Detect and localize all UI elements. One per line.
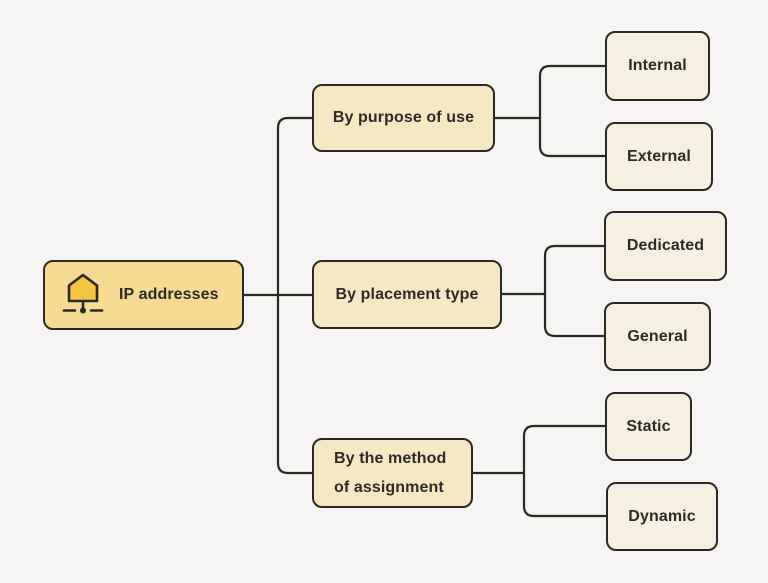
node-external[interactable]: External xyxy=(605,122,713,191)
leaf-label: External xyxy=(627,147,691,165)
node-by-method-of-assignment[interactable]: By the method of assignment xyxy=(312,438,473,508)
connector-method-bracket xyxy=(522,424,606,518)
connector-purpose-bracket xyxy=(538,64,605,158)
branch-label: By the method of assignment xyxy=(334,450,447,496)
node-by-purpose-of-use[interactable]: By purpose of use xyxy=(312,84,495,152)
connector-placement-bracket xyxy=(543,244,604,338)
leaf-label: Dedicated xyxy=(626,237,705,254)
node-by-placement-type[interactable]: By placement type xyxy=(312,260,502,329)
leaf-label: General xyxy=(627,327,688,345)
branch-label: By purpose of use xyxy=(332,109,475,126)
node-static[interactable]: Static xyxy=(605,392,692,461)
node-general[interactable]: General xyxy=(604,302,711,371)
branch-label: By placement type xyxy=(335,285,479,303)
leaf-label: Static xyxy=(626,417,671,435)
node-dynamic[interactable]: Dynamic xyxy=(606,482,718,551)
leaf-label: Internal xyxy=(628,57,687,74)
leaf-label: Dynamic xyxy=(628,507,696,525)
node-ip-addresses[interactable]: IP addresses xyxy=(43,260,244,330)
root-label: IP addresses xyxy=(119,286,219,303)
node-internal[interactable]: Internal xyxy=(605,31,710,101)
connector-trunk xyxy=(276,116,312,475)
network-host-icon xyxy=(61,272,105,318)
node-dedicated[interactable]: Dedicated xyxy=(604,211,727,281)
